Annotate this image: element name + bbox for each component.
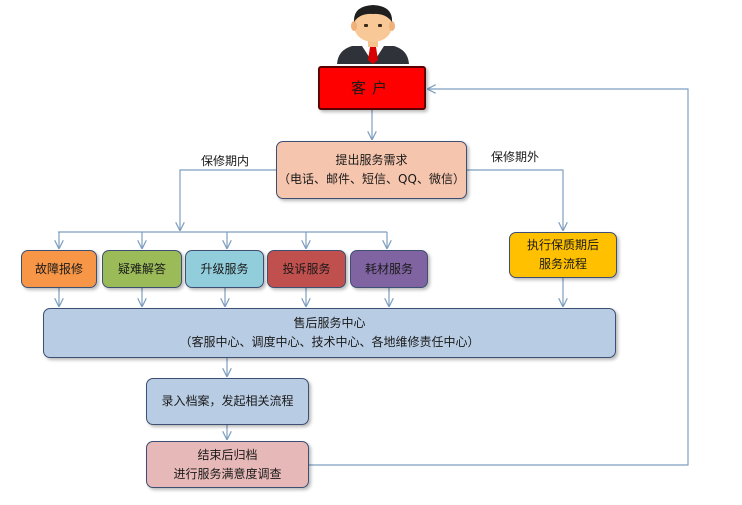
service-label: 疑难解答 [117, 261, 166, 276]
service-request-channels: （电话、邮件、短信、QQ、微信） [278, 172, 465, 186]
record-archive-node: 录入档案，发起相关流程 [146, 378, 309, 425]
after-sales-center-units: （客服中心、调度中心、技术中心、各地维修责任中心） [179, 335, 480, 349]
after-sales-center-title: 售后服务中心 [293, 316, 366, 330]
post-warranty-line2: 服务流程 [538, 257, 587, 271]
service-label: 故障报修 [34, 261, 83, 276]
service-node-troubleshooting: 疑难解答 [102, 250, 182, 288]
post-warranty-line1: 执行保质期后 [526, 238, 599, 252]
record-archive-label: 录入档案，发起相关流程 [161, 394, 294, 408]
service-node-fault-report: 故障报修 [21, 250, 97, 288]
service-request-node: 提出服务需求 （电话、邮件、短信、QQ、微信） [276, 141, 467, 199]
customer-node: 客户 [318, 66, 426, 110]
service-node-upgrade: 升级服务 [185, 250, 264, 288]
in-warranty-label: 保修期内 [201, 154, 250, 168]
finish-title: 结束后归档 [197, 447, 258, 462]
customer-label: 客户 [350, 78, 393, 97]
service-label: 升级服务 [200, 261, 249, 276]
finish-survey-label: 进行服务满意度调查 [173, 466, 282, 481]
finish-survey-node: 结束后归档 进行服务满意度调查 [146, 441, 309, 488]
service-label: 耗材服务 [364, 261, 413, 276]
post-warranty-process-node: 执行保质期后 服务流程 [509, 232, 617, 278]
out-of-warranty-label: 保修期外 [491, 150, 540, 164]
service-node-complaint: 投诉服务 [267, 250, 346, 288]
service-node-consumables: 耗材服务 [350, 250, 428, 288]
after-sales-center-node: 售后服务中心 （客服中心、调度中心、技术中心、各地维修责任中心） [43, 308, 616, 358]
person-avatar-icon [337, 5, 409, 64]
service-label: 投诉服务 [282, 261, 331, 276]
service-request-title: 提出服务需求 [335, 153, 408, 167]
